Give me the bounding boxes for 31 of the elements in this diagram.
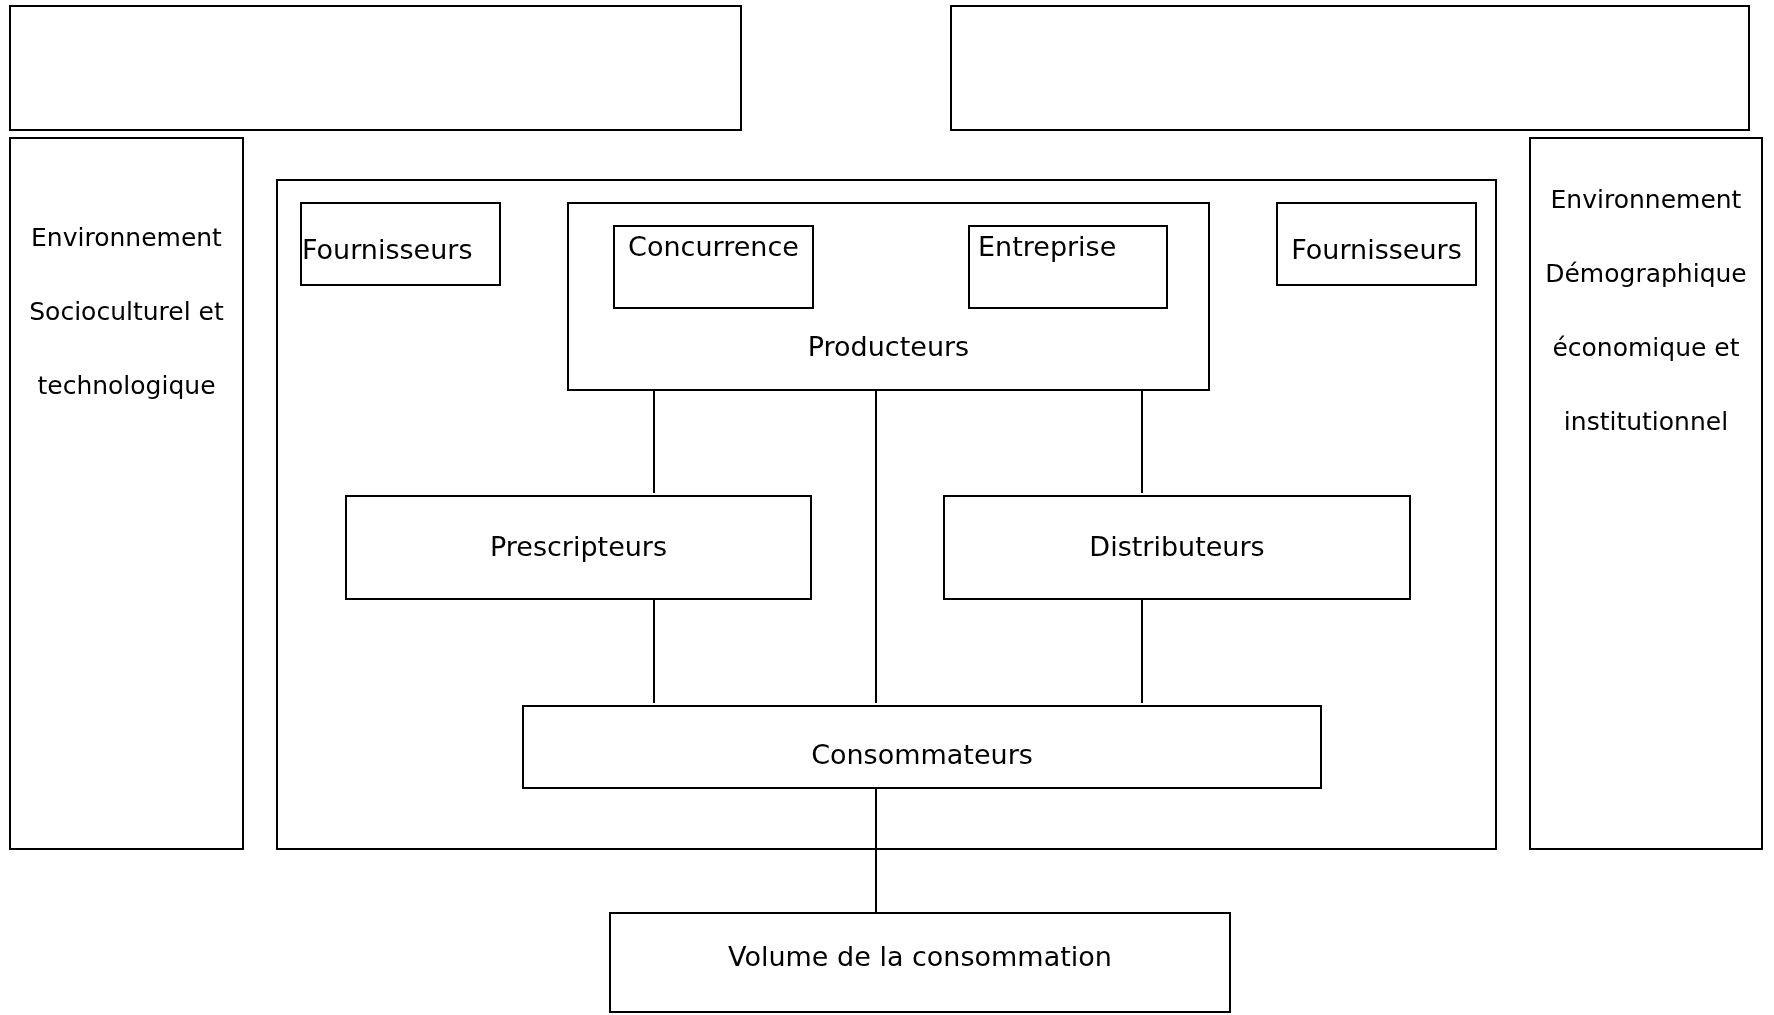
process-box bbox=[567, 202, 1210, 391]
box-label: Prescripteurs bbox=[489, 531, 668, 564]
empty-box bbox=[950, 5, 1750, 131]
box-label: Fournisseurs bbox=[1291, 233, 1462, 267]
process-box bbox=[968, 225, 1168, 309]
empty-box bbox=[276, 179, 1497, 850]
box-label: Producteurs bbox=[807, 330, 970, 363]
empty-box bbox=[9, 5, 742, 131]
box-label: Entreprise bbox=[978, 231, 1117, 264]
box-label: Fournisseurs bbox=[302, 233, 473, 267]
connector-line bbox=[653, 388, 655, 494]
box-label: Concurrence bbox=[628, 231, 799, 264]
box-label: Environnement Socioculturel et technologique bbox=[28, 222, 225, 402]
process-box bbox=[1276, 202, 1477, 286]
box-label: Distributeurs bbox=[1089, 531, 1265, 564]
connector-line bbox=[875, 388, 877, 704]
process-box bbox=[300, 202, 501, 286]
process-box bbox=[345, 495, 812, 600]
process-box bbox=[613, 225, 814, 309]
process-box bbox=[609, 912, 1231, 1013]
box-label: Consommateurs bbox=[811, 738, 1033, 772]
connector-line bbox=[1141, 388, 1143, 494]
box-label: Environnement Démographique économique et institutionnel bbox=[1544, 184, 1748, 438]
connector-line bbox=[1141, 597, 1143, 704]
process-box bbox=[943, 495, 1411, 600]
box-label: Volume de la consommation bbox=[728, 941, 1112, 974]
process-box bbox=[1529, 137, 1763, 850]
connector-line bbox=[653, 597, 655, 704]
process-box bbox=[522, 705, 1322, 789]
connector-line bbox=[875, 786, 877, 913]
process-box bbox=[9, 137, 244, 850]
